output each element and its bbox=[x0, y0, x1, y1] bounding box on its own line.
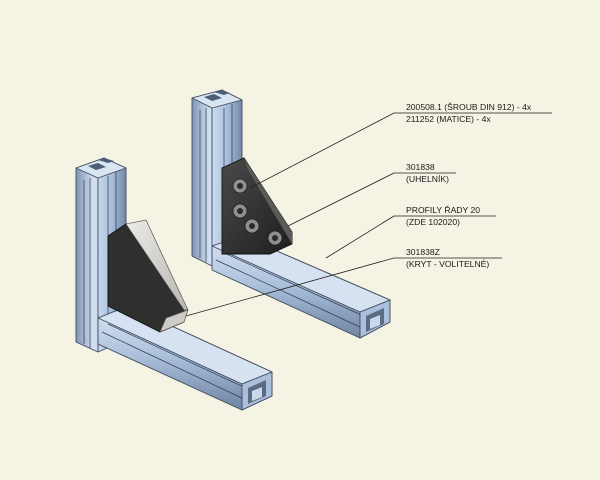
callout-profiles: PROFILY ŘADY 20 (ZDE 102020) bbox=[325, 205, 496, 259]
leader-screw bbox=[249, 112, 395, 189]
callout-profiles-line1: PROFILY ŘADY 20 bbox=[406, 205, 480, 215]
callout-profiles-line2: (ZDE 102020) bbox=[406, 217, 460, 227]
left-assembly bbox=[75, 157, 273, 411]
bracket-301838 bbox=[221, 157, 293, 255]
left-horizontal-profile bbox=[97, 305, 273, 411]
callout-bracket-line1: 301838 bbox=[406, 162, 435, 172]
leader-profiles bbox=[325, 215, 395, 259]
leader-cover bbox=[185, 257, 395, 317]
leader-bracket bbox=[287, 172, 395, 227]
screw-heads bbox=[232, 178, 283, 246]
callout-cover: 301838Z (KRYT - VOLITELNÉ) bbox=[185, 247, 502, 317]
callout-cover-line1: 301838Z bbox=[406, 247, 440, 257]
callout-screw: 200508.1 (ŠROUB DIN 912) - 4x 211252 (MA… bbox=[249, 102, 552, 189]
callout-screw-line2: 211252 (MATICE) - 4x bbox=[406, 114, 491, 124]
right-assembly bbox=[191, 89, 391, 339]
callout-cover-line2: (KRYT - VOLITELNÉ) bbox=[406, 259, 489, 269]
callout-screw-line1: 200508.1 (ŠROUB DIN 912) - 4x bbox=[406, 102, 532, 112]
cover-301838Z bbox=[107, 219, 189, 333]
callout-bracket-line2: (UHELNÍK) bbox=[406, 174, 449, 184]
callout-bracket: 301838 (UHELNÍK) bbox=[287, 162, 456, 227]
